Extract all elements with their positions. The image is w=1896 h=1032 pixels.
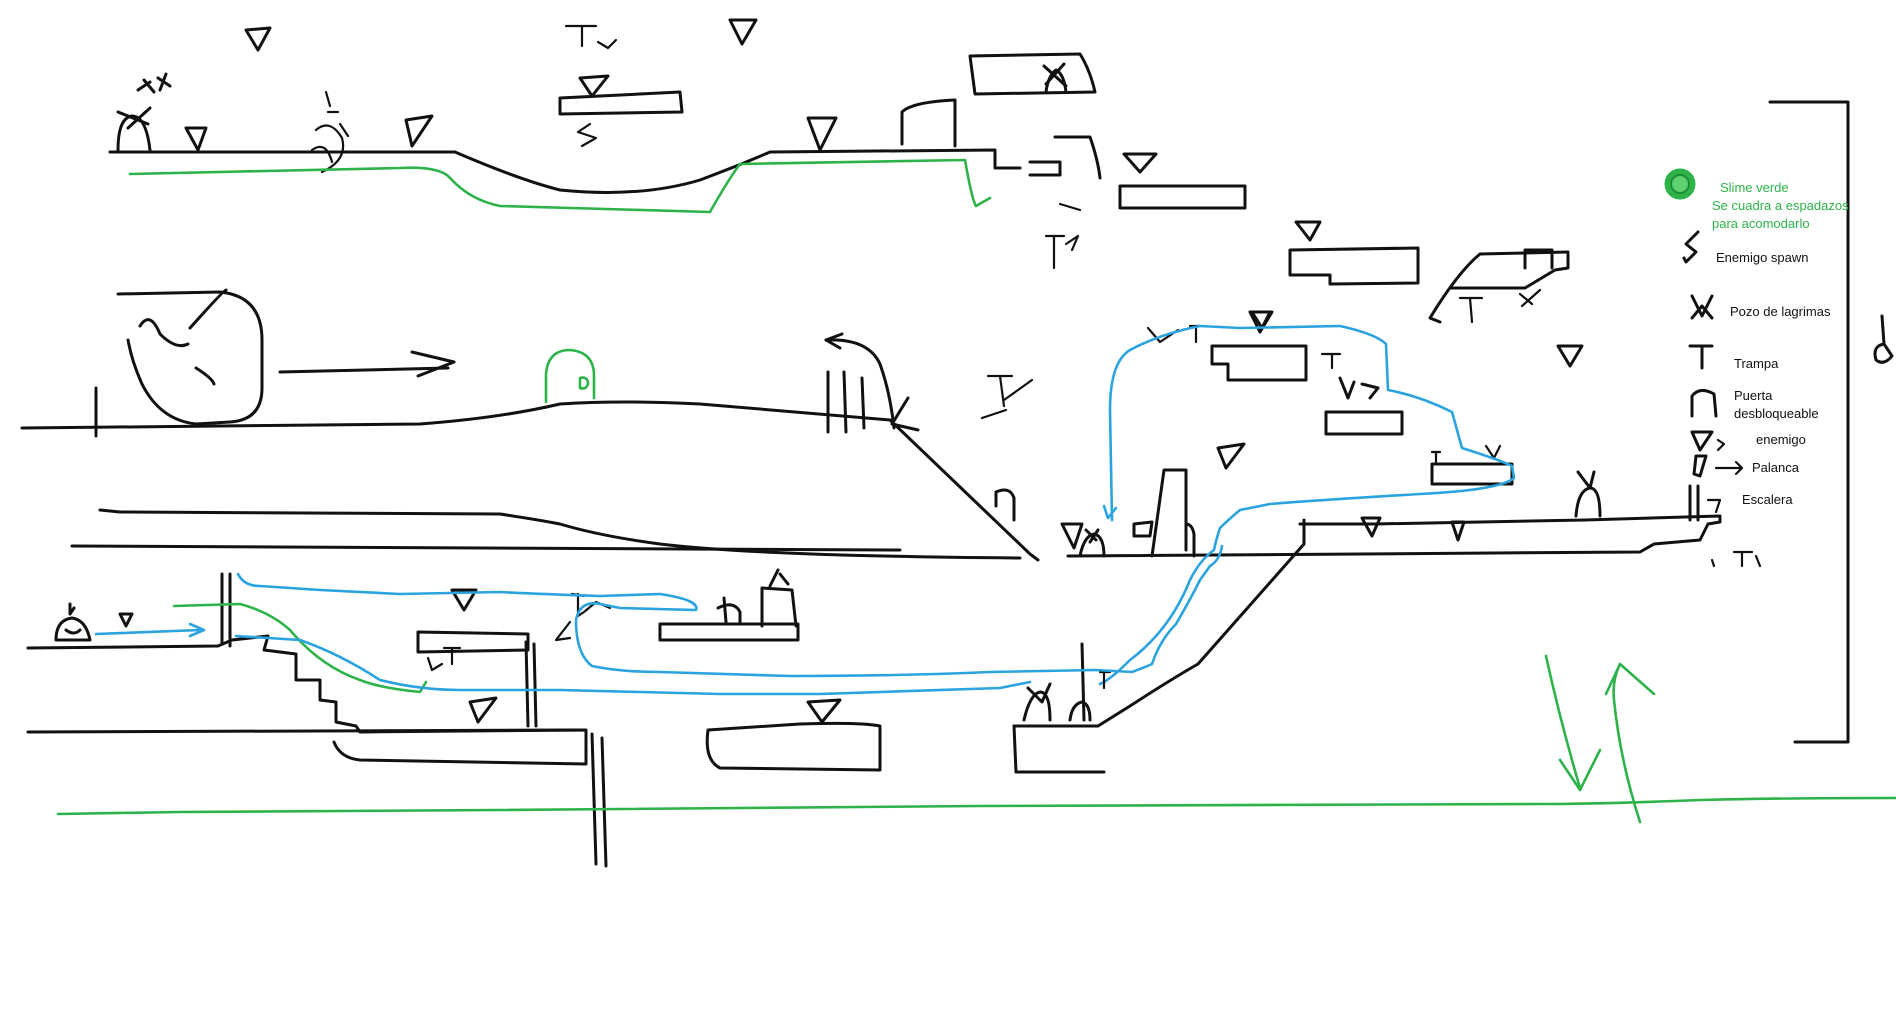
legend-enemy-icon bbox=[1692, 432, 1724, 450]
lower-level-enemies bbox=[120, 590, 840, 722]
legend-slime-title: Slime verde bbox=[1720, 180, 1789, 195]
legend-trap-icon bbox=[1690, 346, 1712, 368]
legend: Slime verde Se cuadra a espadazos para a… bbox=[1666, 170, 1892, 566]
legend-tear-well-icon bbox=[1692, 296, 1712, 318]
legend-ladder: Escalera bbox=[1742, 492, 1793, 507]
legend-lever-icon bbox=[1694, 456, 1742, 476]
green-arrows bbox=[1546, 656, 1654, 822]
legend-slime-icon bbox=[1666, 170, 1694, 198]
legend-slime-line3: para acomodarlo bbox=[1712, 216, 1810, 231]
top-level-slime-path bbox=[130, 160, 990, 212]
legend-door-icon bbox=[1692, 390, 1716, 416]
top-level-spawns bbox=[312, 92, 596, 172]
legend-door-line1: Puerta bbox=[1734, 388, 1773, 403]
legend-enemy-spawn: Enemigo spawn bbox=[1716, 250, 1809, 265]
green-ground-line bbox=[58, 798, 1896, 814]
legend-slime-line2: Se cuadra a espadazos bbox=[1712, 198, 1849, 213]
lower-level-arrows bbox=[96, 624, 204, 636]
middle-level-door bbox=[546, 350, 594, 402]
legend-trap: Trampa bbox=[1734, 356, 1779, 371]
legend-lever: Palanca bbox=[1752, 460, 1800, 475]
middle-level-terrain bbox=[22, 290, 1720, 560]
legend-enemy-spawn-icon bbox=[1684, 232, 1698, 262]
lower-level-tear-wells bbox=[1024, 684, 1090, 720]
legend-extra-trap bbox=[1712, 552, 1760, 566]
top-level-enemies bbox=[186, 20, 1582, 366]
legend-hook-icon bbox=[1875, 316, 1892, 362]
legend-enemy: enemigo bbox=[1756, 432, 1806, 447]
lower-level-levers bbox=[718, 570, 796, 626]
legend-door-line2: desbloqueable bbox=[1734, 406, 1819, 421]
top-level-terrain bbox=[110, 54, 1848, 742]
lower-level-blue-route bbox=[236, 546, 1222, 694]
lower-level-start-blob bbox=[56, 604, 90, 640]
legend-tear-well: Pozo de lagrimas bbox=[1730, 304, 1831, 319]
